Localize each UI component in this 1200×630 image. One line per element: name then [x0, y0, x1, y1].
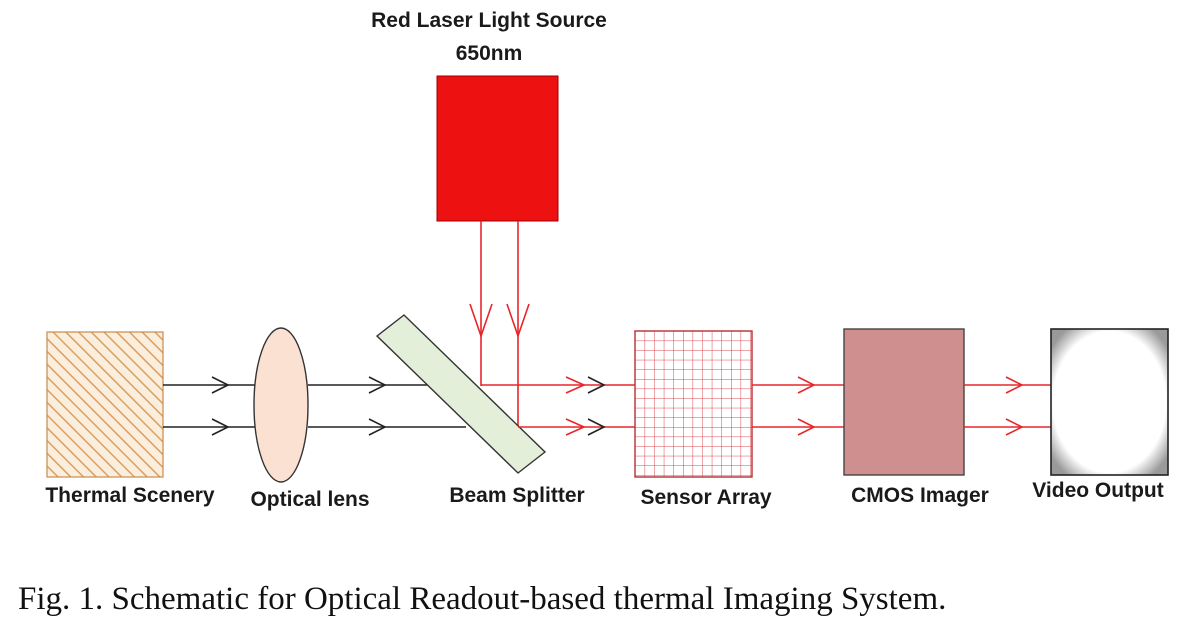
thermal-scenery-label: Thermal Scenery — [45, 484, 215, 507]
cmos-imager-label: CMOS Imager — [851, 484, 989, 507]
optical-lens — [253, 327, 309, 483]
laser-beams-down — [469, 221, 530, 427]
video-output-screen — [1050, 328, 1169, 476]
beams-to-cmos — [752, 376, 844, 436]
figure-caption: Fig. 1. Schematic for Optical Readout-ba… — [18, 581, 946, 617]
ir-rays-to-lens — [163, 376, 261, 436]
laser-source-box — [436, 75, 559, 222]
beam-splitter — [375, 314, 547, 474]
laser-title-line2: 650nm — [456, 42, 523, 65]
combined-beams-to-sensor — [481, 376, 635, 436]
sensor-array — [634, 330, 753, 478]
optical-lens-label: Optical lens — [250, 488, 369, 511]
video-output-label: Video Output — [1032, 479, 1163, 502]
thermal-scenery-box — [46, 331, 164, 478]
cmos-imager — [843, 328, 965, 476]
beams-to-video — [964, 376, 1051, 436]
ir-rays-to-splitter — [308, 376, 466, 436]
beam-splitter-label: Beam Splitter — [449, 484, 584, 507]
sensor-array-label: Sensor Array — [640, 486, 771, 509]
laser-title-line1: Red Laser Light Source — [371, 9, 607, 32]
